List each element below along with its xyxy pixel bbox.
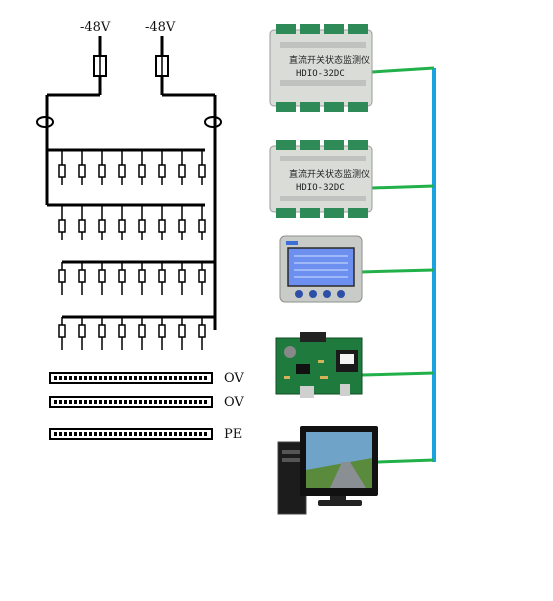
circuit-board	[275, 332, 363, 398]
fuse-icon	[93, 55, 107, 77]
computer-workstation	[277, 426, 378, 515]
busbar-label-2: OV	[224, 395, 244, 410]
device-model-2: HDIO-32DC	[296, 183, 345, 193]
device-name-2: 直流开关状态监测仪	[289, 168, 370, 180]
lcd-panel	[279, 235, 363, 303]
branch-group-1	[47, 148, 206, 185]
monitor-device: 直流开关状态监测仪 HDIO-32DC	[269, 140, 373, 218]
network-links	[359, 66, 435, 464]
monitor-device: 直流开关状态监测仪 HDIO-32DC	[269, 24, 373, 112]
device-name-1: 直流开关状态监测仪	[289, 54, 370, 66]
fuse-icon	[155, 55, 169, 77]
supply-label-right: -48V	[145, 20, 176, 35]
branch-group-3	[58, 260, 215, 295]
ct-sensor-icon	[204, 116, 222, 128]
busbar-ov-2	[49, 396, 213, 408]
busbar-label-1: OV	[224, 371, 244, 386]
branch-group-4	[58, 315, 215, 350]
busbar-ov-1	[49, 372, 213, 384]
ct-sensor-icon	[36, 116, 54, 128]
supply-wires	[45, 36, 217, 330]
supply-label-left: -48V	[80, 20, 111, 35]
busbar-pe	[49, 428, 213, 440]
branch-group-2	[47, 203, 206, 240]
device-model-1: HDIO-32DC	[296, 69, 345, 79]
busbar-label-3: PE	[224, 427, 242, 442]
